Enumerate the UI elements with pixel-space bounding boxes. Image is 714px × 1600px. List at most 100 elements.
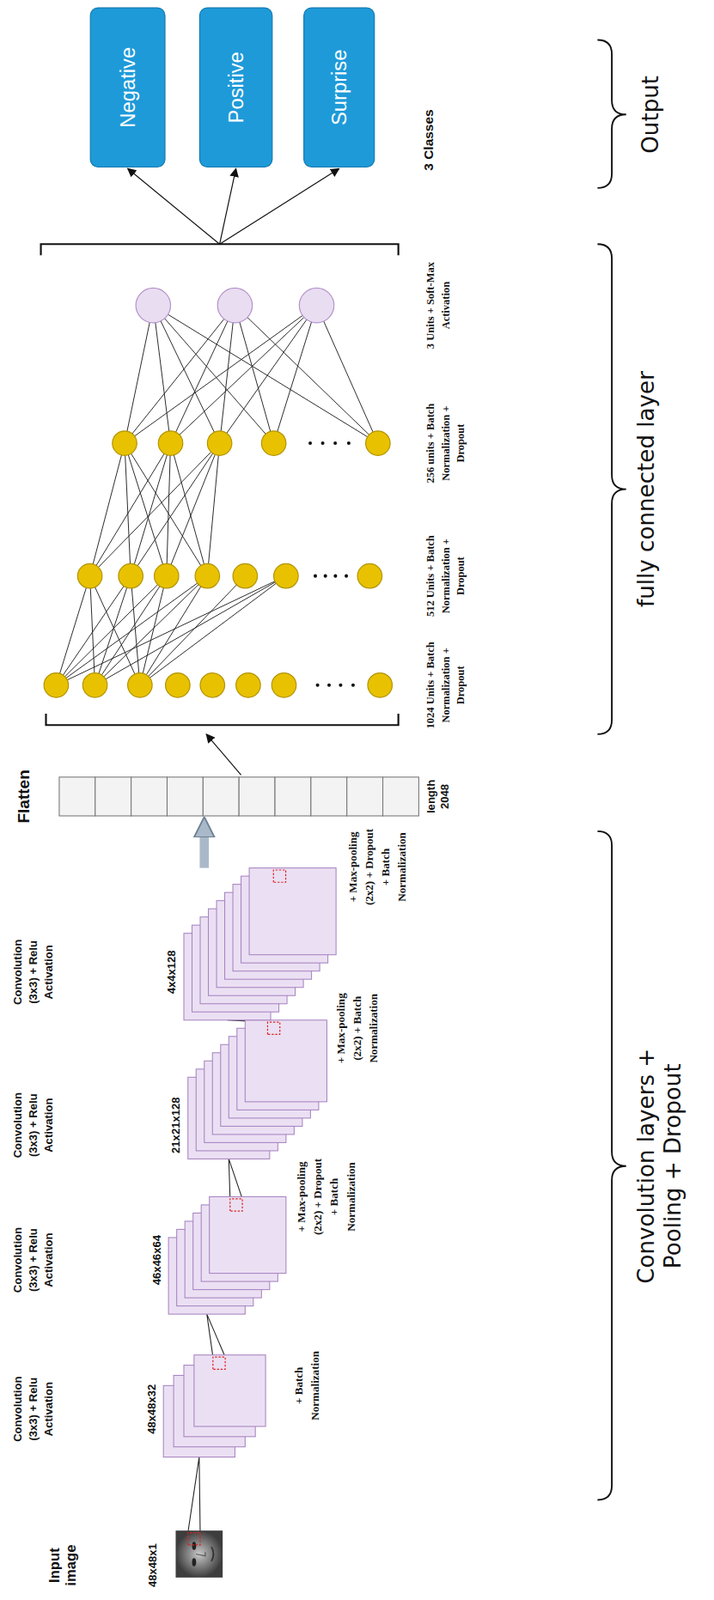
neuron xyxy=(271,673,297,699)
feature-map-stack: Convolution (3x3) + Relu Activation48x48… xyxy=(163,1355,266,1459)
weight-line xyxy=(55,576,208,686)
ellipsis-dot xyxy=(347,441,351,446)
neuron xyxy=(366,431,391,457)
flow-arrow xyxy=(199,836,209,869)
kernel-window xyxy=(188,1533,201,1546)
face-eye xyxy=(191,1558,196,1568)
weight-line xyxy=(152,305,171,444)
feature-map-stack: Convolution (3x3) + Relu Activation46x46… xyxy=(168,1196,287,1315)
ellipsis-dot xyxy=(323,574,328,579)
node-shape xyxy=(59,777,419,817)
ellipsis-dot xyxy=(333,441,337,446)
face-eye xyxy=(191,1542,196,1551)
node-shape xyxy=(168,1196,287,1315)
feature-map xyxy=(244,1020,327,1103)
neuron xyxy=(77,563,103,589)
layer-heading: Convolution (3x3) + Relu Activation xyxy=(10,1371,56,1449)
vector-cell xyxy=(59,777,96,817)
receptive-field-lines xyxy=(207,1314,226,1358)
feature-map xyxy=(209,1196,287,1274)
node-shape xyxy=(183,868,336,1021)
class-box: Surprise xyxy=(303,6,375,168)
dimension-label: 21x21x128 xyxy=(169,1087,184,1164)
neuron xyxy=(236,673,262,699)
weight-line xyxy=(55,576,286,686)
weight-line xyxy=(317,305,379,444)
neuron xyxy=(232,563,258,589)
section-label: Convolution layers + Pooling + Dropout xyxy=(633,1023,688,1310)
class-count: 3 Classes xyxy=(421,58,438,171)
weight-line xyxy=(166,443,171,577)
neuron xyxy=(261,431,287,457)
output-bracket xyxy=(41,244,399,256)
weight-line xyxy=(90,443,171,577)
weight-line xyxy=(152,305,379,444)
node-shape xyxy=(163,1355,266,1459)
layer-note: 3 Units + Soft-Max Activation xyxy=(423,251,454,361)
neuron xyxy=(274,563,300,589)
vector-cell xyxy=(274,777,312,817)
feature-map-stack: Convolution (3x3) + Relu Activation4x4x1… xyxy=(183,868,336,1021)
vector-cell xyxy=(131,777,168,817)
flatten-vector: Flattenlength 2048 xyxy=(59,777,419,817)
ellipsis-dot xyxy=(344,574,348,579)
vector-cell xyxy=(238,777,275,817)
layer-note: + Max-pooling (2x2) + Dropout + Batch No… xyxy=(293,1156,360,1239)
vector-cell xyxy=(347,777,384,817)
class-name: Negative xyxy=(115,47,141,129)
kernel-window xyxy=(213,1357,226,1370)
layer-note: + Batch Normalization xyxy=(291,1345,324,1428)
weight-line xyxy=(130,443,220,577)
neuron xyxy=(299,287,334,323)
ellipsis-dot xyxy=(308,441,312,446)
input-caption: Input image xyxy=(45,1539,79,1593)
face-photo xyxy=(175,1531,223,1579)
dimension-label: 48x48x32 xyxy=(145,1373,159,1446)
weight-line xyxy=(170,305,318,444)
neuron xyxy=(200,673,226,699)
weight-line xyxy=(124,443,167,577)
layer-heading: Convolution (3x3) + Relu Activation xyxy=(10,933,56,1012)
weight-line xyxy=(124,443,131,577)
curly-brace xyxy=(597,831,626,1502)
neuron xyxy=(217,287,252,323)
weight-line xyxy=(90,443,125,577)
neuron xyxy=(165,673,191,699)
class-box: Positive xyxy=(199,6,274,168)
weight-line xyxy=(95,576,132,686)
weight-line xyxy=(170,305,236,444)
class-box: Negative xyxy=(90,6,166,168)
neuron-column xyxy=(43,673,392,699)
weight-line xyxy=(140,576,287,686)
layer-bracket xyxy=(45,714,398,726)
layer-note: 1024 Units + Batch Normalization + Dropo… xyxy=(423,631,469,740)
layer-note: 256 units + Batch Normalization + Dropou… xyxy=(423,389,469,498)
curly-brace xyxy=(597,40,626,189)
class-name: Positive xyxy=(223,51,249,123)
weight-line xyxy=(234,305,378,444)
neuron xyxy=(207,431,232,457)
weight-line xyxy=(124,305,317,444)
neuron xyxy=(154,563,180,589)
vector-cell xyxy=(311,777,348,817)
weight-line xyxy=(90,443,220,577)
neuron xyxy=(135,287,171,323)
class-name: Surprise xyxy=(326,49,352,127)
ellipsis-dot xyxy=(338,683,342,688)
receptive-field-lines xyxy=(188,1458,201,1534)
neuron xyxy=(357,563,383,589)
layer-heading: Convolution (3x3) + Relu Activation xyxy=(10,1221,56,1300)
vector-length: length 2048 xyxy=(425,773,452,821)
weight-line xyxy=(166,443,220,577)
output-arrow xyxy=(128,168,220,245)
ellipsis-dot xyxy=(333,574,337,579)
neuron xyxy=(43,673,69,699)
weight-line xyxy=(95,576,287,686)
dimension-label: 48x48x1 xyxy=(146,1534,160,1599)
neuron xyxy=(128,673,153,699)
weight-line xyxy=(90,576,141,686)
neuron-column xyxy=(135,287,335,323)
ellipsis-dot xyxy=(313,574,318,579)
receptive-field-lines xyxy=(228,1159,243,1199)
ellipsis-dot xyxy=(327,683,331,688)
